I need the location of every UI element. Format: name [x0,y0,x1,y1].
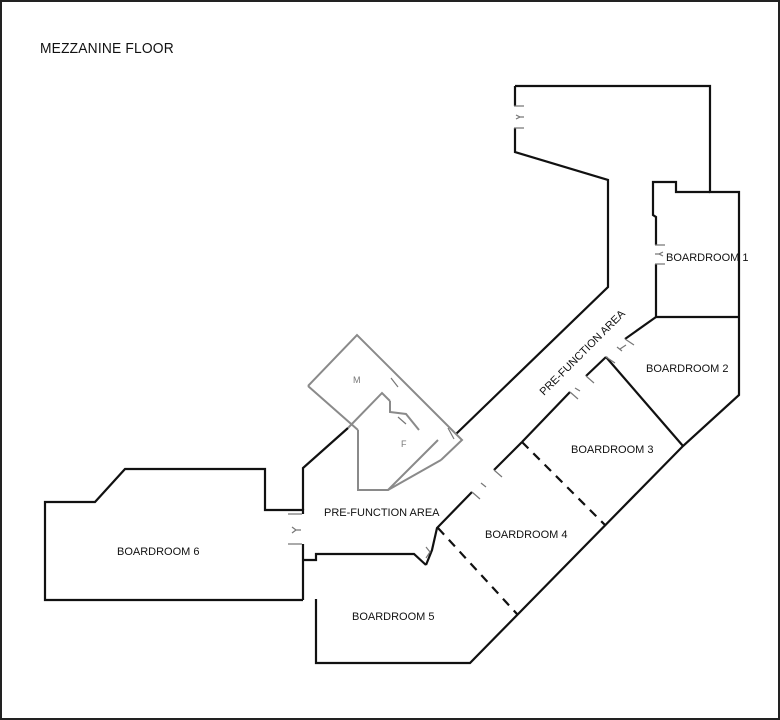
label-prefunction-lower: PRE-FUNCTION AREA [324,507,440,519]
label-prefunction-upper: PRE-FUNCTION AREA [538,307,629,398]
label-boardroom-5: BOARDROOM 5 [352,611,435,623]
label-restroom-m: M [353,375,361,385]
boardroom-6-walls [43,467,305,602]
partition-3-4 [521,441,606,526]
label-boardroom-2: BOARDROOM 2 [646,363,729,375]
boardroom-2-walls [605,316,684,447]
label-boardroom-6: BOARDROOM 6 [117,546,200,558]
wall-north-lobby [314,84,741,665]
label-boardroom-4: BOARDROOM 4 [485,529,568,541]
wall-prefunction-south [303,552,427,566]
boardroom-3-walls [521,356,607,443]
boardroom-4-walls [424,441,523,566]
label-restroom-f: F [401,439,407,449]
label-boardroom-1: BOARDROOM 1 [666,252,749,264]
boardroom-1-walls [651,180,739,319]
restroom-block [307,333,464,491]
label-boardroom-3: BOARDROOM 3 [571,444,654,456]
map-title: MEZZANINE FLOOR [40,40,174,57]
wall-prefunction-west [301,427,349,510]
wall-upper-left [455,86,610,435]
partition-4-5 [437,527,518,615]
door-markers [288,105,665,559]
